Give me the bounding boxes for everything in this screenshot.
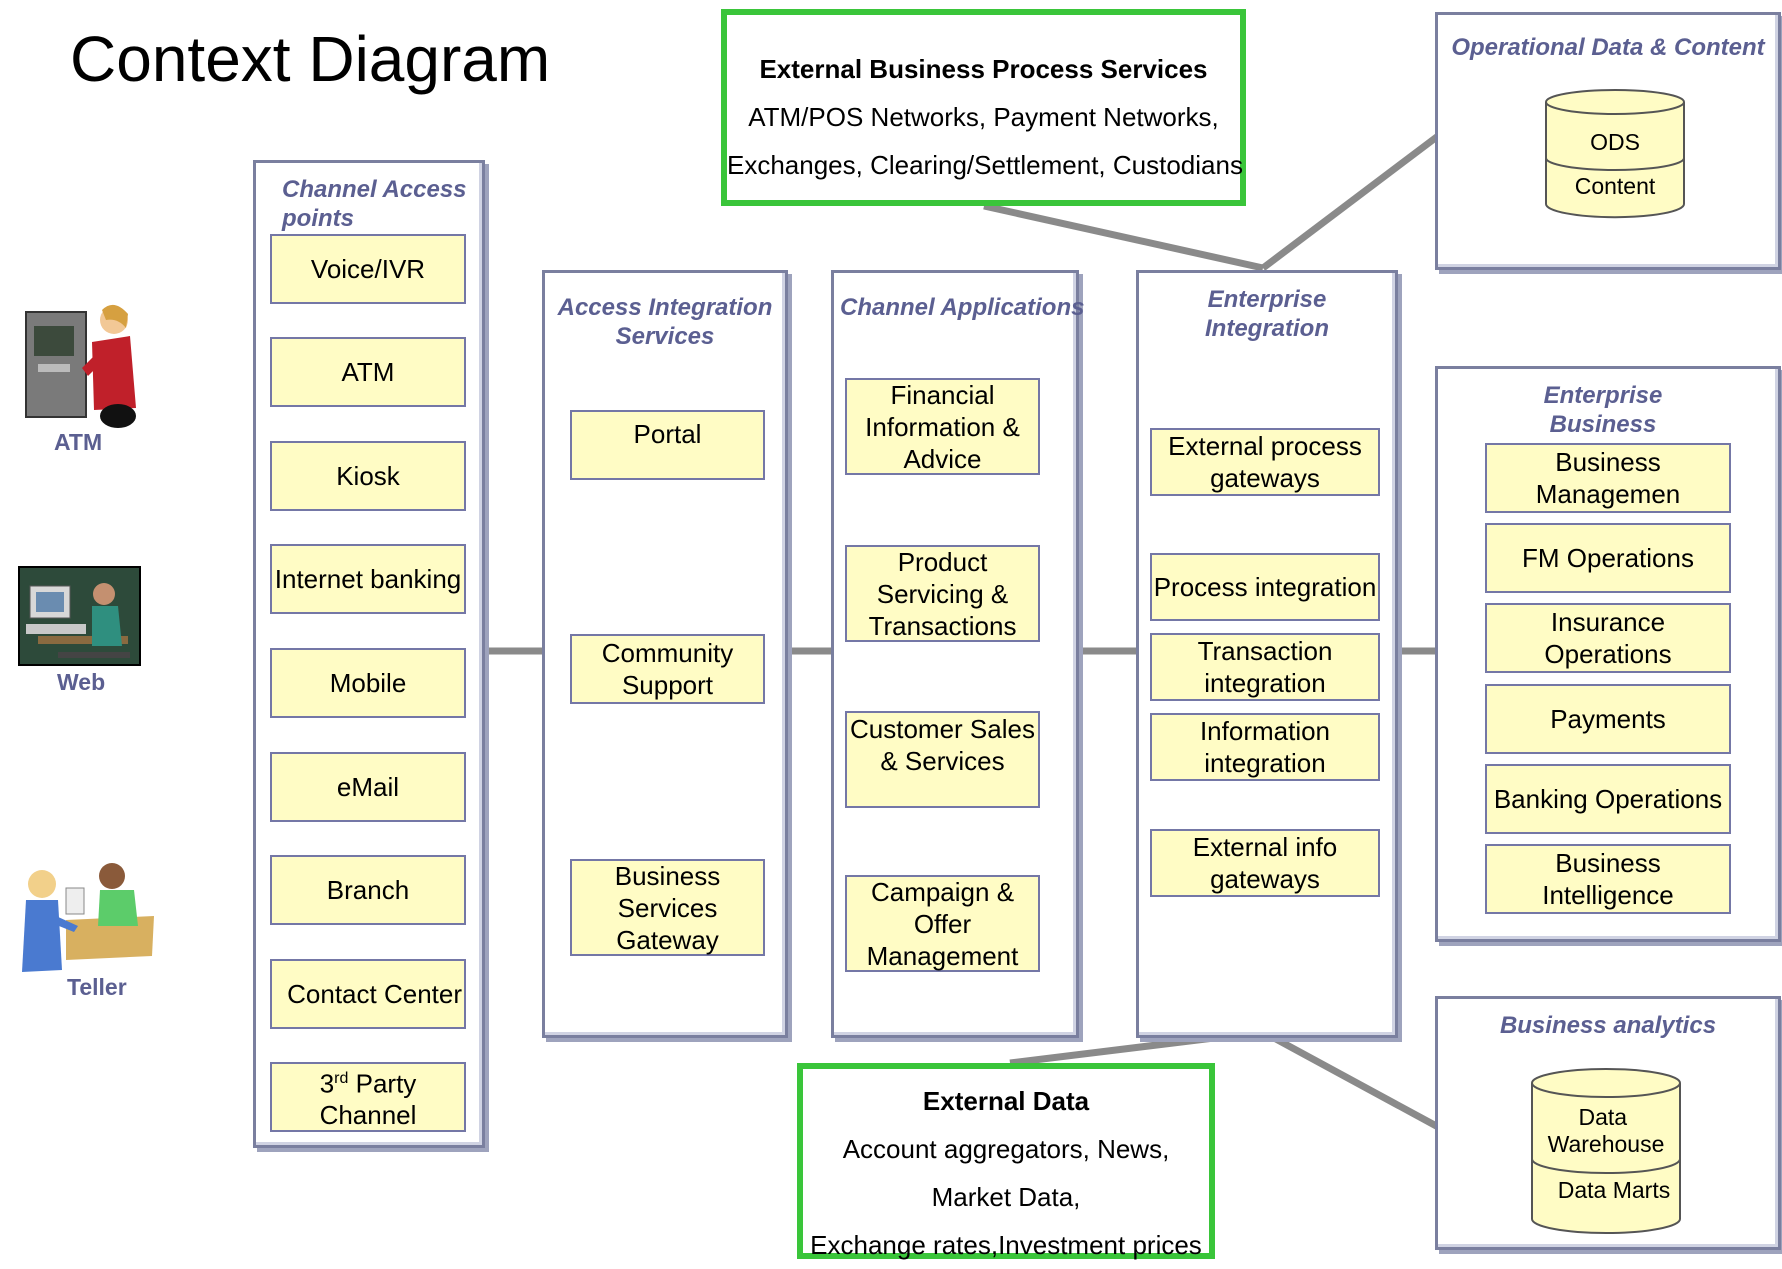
ais-item-community-support: Community Support bbox=[570, 634, 765, 704]
third-party-prefix: 3 bbox=[319, 1068, 335, 1099]
data-marts-label: Data Marts bbox=[1558, 1177, 1670, 1203]
channel-item-kiosk: Kiosk bbox=[270, 441, 466, 511]
eba-item-business-management: Business Managemen bbox=[1485, 443, 1731, 513]
channel-applications-title: Channel Applications bbox=[840, 294, 1085, 321]
access-integration-title: Access Integration Services bbox=[557, 294, 773, 350]
external-data-line3: Exchange rates,Investment prices bbox=[810, 1230, 1202, 1260]
eba-item-insurance-operations: Insurance Operations bbox=[1485, 603, 1731, 673]
external-data-line2: Market Data, bbox=[931, 1182, 1081, 1212]
ca-item-financial-information: Financial Information & Advice bbox=[845, 378, 1040, 475]
actor-label-web: Web bbox=[57, 669, 106, 695]
ods-database-icon: ODS Content bbox=[1545, 89, 1685, 219]
ei-item-external-info-gateways: External info gateways bbox=[1150, 829, 1380, 897]
third-party-rest: Party Channel bbox=[319, 1068, 417, 1131]
channel-item-mobile: Mobile bbox=[270, 648, 466, 718]
web-user-icon bbox=[18, 566, 141, 666]
ei-item-information-integration: Information integration bbox=[1150, 713, 1380, 781]
data-warehouse-icon: Data Warehouse Data Marts bbox=[1531, 1068, 1681, 1234]
eba-item-banking-operations: Banking Operations bbox=[1485, 764, 1731, 834]
eba-item-fm-operations: FM Operations bbox=[1485, 523, 1731, 593]
channel-item-internet-banking: Internet banking bbox=[270, 544, 466, 614]
enterprise-integration-title: Enterprise Integration bbox=[1205, 286, 1329, 342]
external-bps-line1: ATM/POS Networks, Payment Networks, bbox=[748, 102, 1219, 132]
eba-item-payments: Payments bbox=[1485, 684, 1731, 754]
teller-icon bbox=[22, 863, 154, 972]
ais-item-business-services-gateway: Business Services Gateway bbox=[570, 859, 765, 956]
data-warehouse-word1: Data bbox=[1579, 1104, 1628, 1130]
channel-item-third-party: 3rd Party Channel bbox=[270, 1062, 466, 1132]
external-data: External Data Account aggregators, News,… bbox=[797, 1063, 1215, 1260]
channel-item-atm: ATM bbox=[270, 337, 466, 407]
ais-item-portal: Portal bbox=[570, 410, 765, 480]
business-analytics-title: Business analytics bbox=[1499, 1012, 1717, 1039]
data-warehouse-word2: Warehouse bbox=[1548, 1131, 1665, 1157]
external-bps-heading: External Business Process Services bbox=[759, 54, 1208, 84]
ei-item-process-integration: Process integration bbox=[1150, 553, 1380, 621]
connector-bps-to-ei bbox=[983, 202, 1264, 272]
actor-label-atm: ATM bbox=[54, 429, 103, 455]
atm-user-icon bbox=[25, 304, 136, 428]
eba-item-business-intelligence: Business Intelligence bbox=[1485, 844, 1731, 914]
content-label: Content bbox=[1575, 173, 1656, 199]
external-data-heading: External Data bbox=[922, 1086, 1090, 1116]
ei-item-external-process-gateways: External process gateways bbox=[1150, 428, 1380, 496]
channel-item-contact-center: Contact Center bbox=[270, 959, 466, 1029]
ei-item-transaction-integration: Transaction integration bbox=[1150, 633, 1380, 701]
channel-item-branch: Branch bbox=[270, 855, 466, 925]
ods-label: ODS bbox=[1590, 129, 1640, 155]
external-bps-line2: Exchanges, Clearing/Settlement, Custodia… bbox=[727, 150, 1243, 180]
channel-item-voice-ivr: Voice/IVR bbox=[270, 234, 466, 304]
connector-ei-to-ods bbox=[1260, 133, 1441, 271]
data-warehouse-label: Data Warehouse bbox=[1548, 1104, 1665, 1157]
third-party-sup: rd bbox=[334, 1069, 349, 1087]
ca-item-product-servicing: Product Servicing & Transactions bbox=[845, 545, 1040, 642]
channel-item-email: eMail bbox=[270, 752, 466, 822]
page-title: Context Diagram bbox=[70, 23, 551, 95]
channel-access-title: Channel Access points bbox=[282, 176, 467, 232]
external-data-line1: Account aggregators, News, bbox=[842, 1134, 1170, 1164]
ca-item-customer-sales: Customer Sales & Services bbox=[845, 711, 1040, 808]
operational-data-title: Operational Data & Content bbox=[1451, 34, 1765, 61]
ca-item-campaign-offer: Campaign & Offer Management bbox=[845, 875, 1040, 972]
external-business-process-services: External Business Process Services ATM/P… bbox=[721, 9, 1246, 206]
connector-ei-to-analytics bbox=[1261, 1028, 1442, 1132]
actor-label-teller: Teller bbox=[67, 974, 127, 1000]
